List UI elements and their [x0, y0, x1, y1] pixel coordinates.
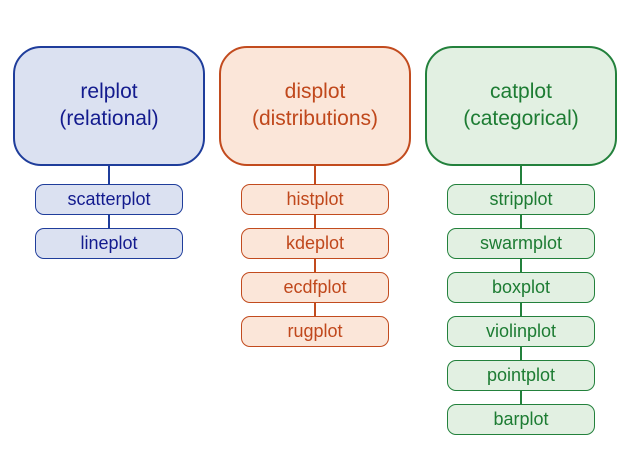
- child-node-kdeplot: kdeplot: [241, 228, 389, 259]
- child-label: swarmplot: [479, 233, 563, 253]
- connector-line: [314, 303, 316, 316]
- child-node-violinplot: violinplot: [447, 316, 595, 347]
- parent-title-name: relplot: [80, 80, 138, 104]
- child-label: ecdfplot: [283, 277, 347, 297]
- child-label: boxplot: [491, 277, 551, 297]
- child-label: histplot: [286, 189, 344, 209]
- parent-title-kind: (relational): [59, 107, 159, 130]
- child-label: scatterplot: [67, 189, 151, 209]
- connector-line: [314, 259, 316, 272]
- diagram-columns: relplot (relational) scatterplot lineplo…: [13, 46, 617, 435]
- connector-line: [520, 259, 522, 272]
- connector-line: [520, 166, 522, 184]
- child-label: pointplot: [486, 365, 556, 385]
- parent-title: catplot (categorical): [463, 79, 579, 133]
- column-relplot: relplot (relational) scatterplot lineplo…: [13, 46, 205, 435]
- child-node-pointplot: pointplot: [447, 360, 595, 391]
- connector-line: [520, 215, 522, 228]
- child-node-stripplot: stripplot: [447, 184, 595, 215]
- child-label: barplot: [493, 409, 549, 429]
- child-node-boxplot: boxplot: [447, 272, 595, 303]
- parent-title-kind: (distributions): [251, 107, 379, 130]
- child-label: violinplot: [485, 321, 557, 341]
- column-displot: displot (distributions) histplot kdeplot…: [219, 46, 411, 435]
- child-label: kdeplot: [285, 233, 345, 253]
- connector-line: [108, 166, 110, 184]
- parent-title: relplot (relational): [59, 79, 158, 133]
- child-node-rugplot: rugplot: [241, 316, 389, 347]
- child-node-ecdfplot: ecdfplot: [241, 272, 389, 303]
- child-node-lineplot: lineplot: [35, 228, 183, 259]
- child-node-scatterplot: scatterplot: [35, 184, 183, 215]
- connector-line: [314, 215, 316, 228]
- connector-line: [520, 303, 522, 316]
- child-node-barplot: barplot: [447, 404, 595, 435]
- parent-title-kind: (categorical): [463, 107, 579, 130]
- child-label: lineplot: [80, 233, 138, 253]
- parent-node-catplot: catplot (categorical): [425, 46, 617, 166]
- parent-title-name: displot: [284, 80, 346, 104]
- child-node-swarmplot: swarmplot: [447, 228, 595, 259]
- parent-node-relplot: relplot (relational): [13, 46, 205, 166]
- parent-node-displot: displot (distributions): [219, 46, 411, 166]
- child-label: rugplot: [287, 321, 343, 341]
- child-label: stripplot: [489, 189, 553, 209]
- child-node-histplot: histplot: [241, 184, 389, 215]
- connector-line: [314, 166, 316, 184]
- parent-title: displot (distributions): [252, 79, 378, 133]
- connector-line: [520, 391, 522, 404]
- column-catplot: catplot (categorical) stripplot swarmplo…: [425, 46, 617, 435]
- parent-title-name: catplot: [490, 80, 552, 104]
- connector-line: [108, 215, 110, 228]
- connector-line: [520, 347, 522, 360]
